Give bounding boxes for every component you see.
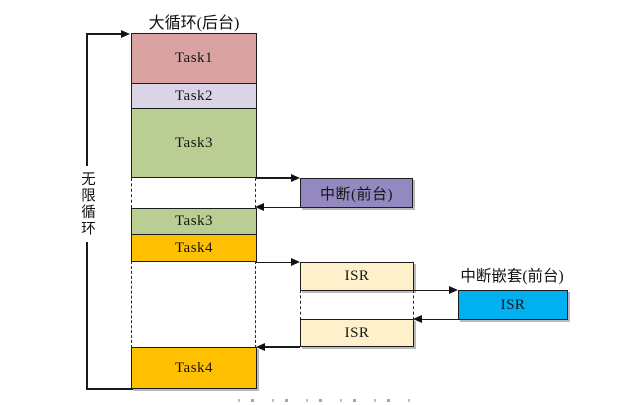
isr-gap-left-dashed-line (299, 290, 301, 320)
loop-top-arrowhead-icon (121, 29, 130, 38)
isr-bottom-label: ISR (344, 324, 370, 341)
gap1-right-dashed-line (254, 178, 256, 208)
arrowhead-to-nested-isr-icon (449, 286, 458, 294)
infinite-loop-label: 无限循环 (77, 166, 98, 242)
task-label: Task4 (174, 239, 214, 256)
return-line-from-interrupt (264, 206, 301, 209)
return-line-from-nested-isr (422, 318, 458, 321)
return-arrowhead-from-isr2-icon (256, 342, 265, 351)
arrowhead-to-interrupt-icon (291, 173, 300, 182)
task-box-task3: Task3 (131, 108, 257, 178)
task-label: Task3 (174, 213, 214, 229)
interrupt-foreground-label: 中断(前台) (320, 186, 393, 203)
nested-isr-box: ISR (458, 290, 568, 320)
cropped-caption-fragment (238, 399, 416, 402)
gap2-left-dashed-line (131, 261, 132, 348)
task-label: Task4 (174, 359, 214, 376)
interrupt-foreground-box: 中断(前台) (300, 178, 413, 208)
return-line-from-isr2 (265, 346, 300, 348)
isr-top-label: ISR (344, 268, 370, 284)
task-box-task2: Task2 (131, 83, 257, 109)
task-box-task1: Task1 (131, 33, 257, 84)
arrowhead-to-isr1-icon (291, 258, 300, 266)
gap1-left-dashed-line (131, 178, 132, 208)
return-arrowhead-from-nested-isr-icon (413, 315, 422, 323)
task-label: Task1 (174, 50, 214, 66)
isr-top-box: ISR (300, 262, 414, 291)
isr-bottom-box: ISR (300, 319, 414, 347)
arrow-line-to-interrupt (256, 177, 292, 179)
nested-isr-label: ISR (500, 296, 526, 313)
task-label: Task2 (174, 87, 214, 104)
nested-interrupt-title: 中断嵌套(前台) (460, 268, 564, 285)
task-box-task3-resumed: Task3 (131, 208, 257, 235)
arrow-line-to-nested-isr (413, 289, 450, 292)
gap2-right-dashed-line (254, 261, 256, 348)
loop-bracket-bottom-line (86, 388, 133, 390)
task-box-task4: Task4 (131, 234, 257, 262)
big-loop-title: 大循环(后台) (148, 15, 240, 32)
return-arrowhead-from-interrupt-icon (255, 203, 264, 211)
isr-gap-right-dashed-line (412, 290, 414, 320)
task-box-task4-resumed: Task4 (131, 347, 257, 389)
task-label: Task3 (174, 134, 214, 151)
loop-bracket-top-line (86, 33, 122, 35)
arrow-line-to-isr1 (256, 261, 292, 264)
